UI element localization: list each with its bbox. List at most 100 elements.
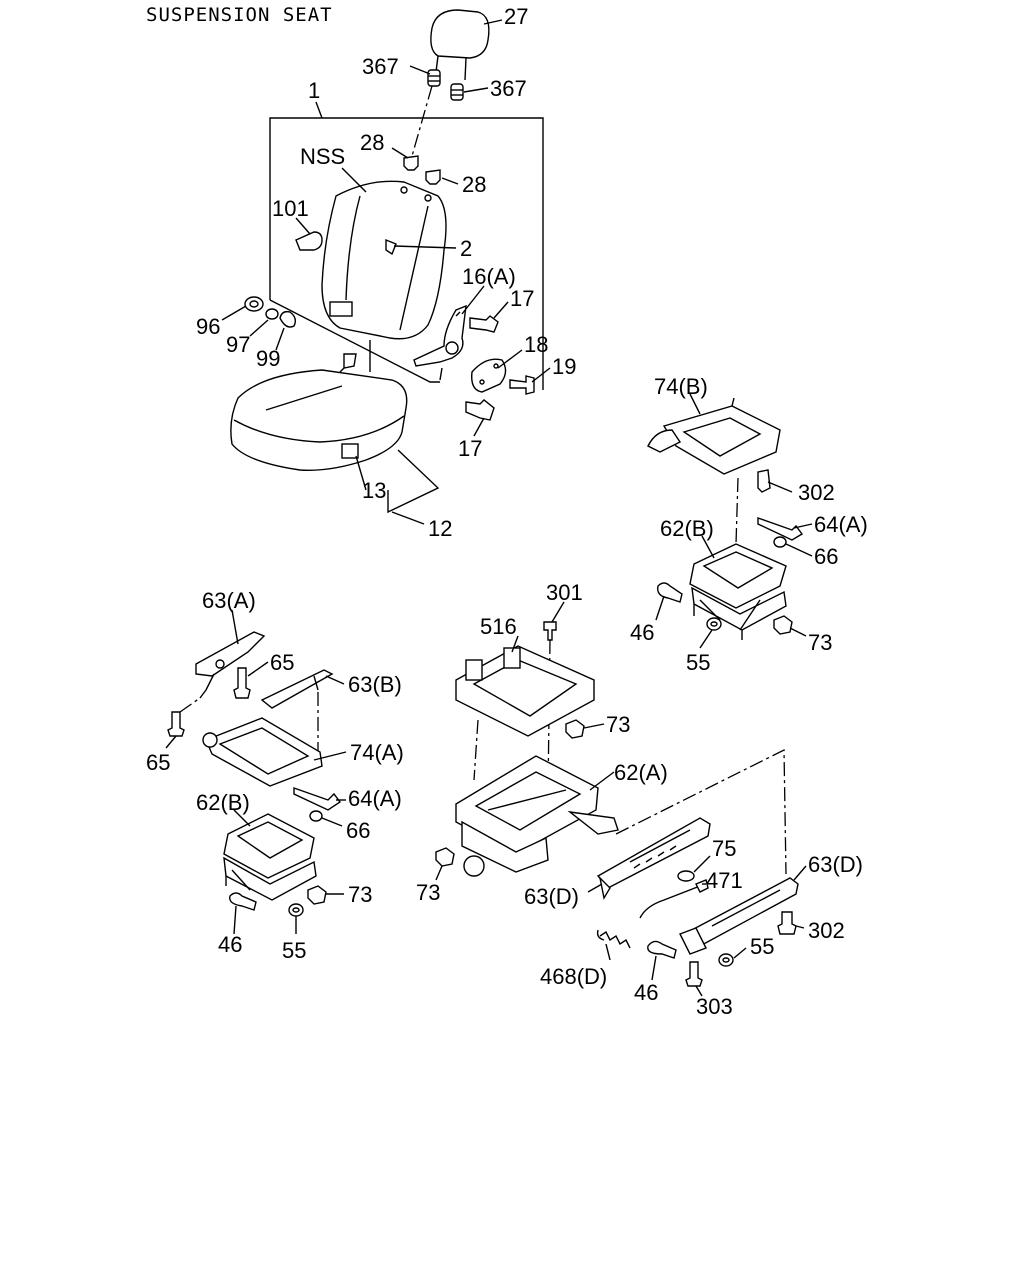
label-303: 303 (696, 994, 733, 1019)
label-367-left: 367 (362, 54, 399, 79)
label-73-left: 73 (348, 882, 372, 907)
bolt-46-right (657, 582, 683, 603)
nut-73-center-upper (565, 719, 585, 739)
plate-64a-lower (293, 787, 342, 811)
seat-frame-bracket-1 (269, 101, 544, 390)
label-63b: 63(B) (348, 672, 402, 697)
cover-18 (471, 358, 507, 393)
label-55-right: 55 (686, 650, 710, 675)
label-19: 19 (552, 354, 576, 379)
label-74a: 74(A) (350, 740, 404, 765)
label-28-right: 28 (462, 172, 486, 197)
part-labels: 27 367 367 1 28 28 NSS 101 2 16(A) 17 96… (146, 4, 868, 1019)
leader-lines (165, 19, 813, 997)
washer-75 (677, 870, 695, 882)
label-63d-right: 63(D) (808, 852, 863, 877)
nut-73-left (307, 885, 327, 905)
nut-55-right (706, 617, 722, 631)
bracket-63b (260, 669, 334, 709)
nut-73-center-lower (435, 847, 455, 867)
label-516: 516 (480, 614, 517, 639)
bolt-17-upper (469, 315, 499, 333)
label-66-lower: 66 (346, 818, 370, 843)
label-63d-left: 63(D) (524, 884, 579, 909)
label-471: 471 (706, 868, 743, 893)
slide-rail-74a (202, 717, 323, 787)
label-302-upper: 302 (798, 480, 835, 505)
bolt-65-lower (167, 711, 185, 737)
label-96: 96 (196, 314, 220, 339)
bolt-46-left (229, 892, 257, 911)
label-62a: 62(A) (614, 760, 668, 785)
label-46-bottom: 46 (634, 980, 658, 1005)
label-367-right: 367 (490, 76, 527, 101)
label-301: 301 (546, 580, 583, 605)
wire-471 (639, 879, 709, 919)
label-302-lower: 302 (808, 918, 845, 943)
label-1: 1 (308, 78, 320, 103)
label-46-left: 46 (218, 932, 242, 957)
bolt-65-upper (233, 667, 251, 699)
nut-66-upper (773, 536, 787, 548)
seat-cushion-12 (230, 340, 408, 471)
label-28-left: 28 (360, 130, 384, 155)
label-55-bottom: 55 (750, 934, 774, 959)
label-73-center-lower: 73 (416, 880, 440, 905)
bolt-17-lower (465, 399, 495, 421)
rail-63d-left (596, 817, 711, 900)
suspension-62a (455, 755, 619, 877)
label-73-center-upper: 73 (606, 712, 630, 737)
suspension-62b-left (223, 813, 317, 901)
label-13: 13 (362, 478, 386, 503)
nut-55-bottom (718, 953, 734, 967)
label-66-upper: 66 (814, 544, 838, 569)
label-99: 99 (256, 346, 280, 371)
nut-66-lower (309, 810, 323, 822)
slide-rail-74b (647, 397, 781, 475)
headrest (430, 9, 490, 81)
bolt-302-lower (777, 911, 797, 935)
bolt-46-bottom (647, 940, 677, 959)
bolt-301 (543, 621, 557, 641)
label-75: 75 (712, 836, 736, 861)
knob-101 (295, 231, 323, 251)
label-nss: NSS (300, 144, 345, 169)
label-65-lower: 65 (146, 750, 170, 775)
bolt-302-upper (757, 469, 771, 493)
label-27: 27 (504, 4, 528, 29)
label-64a-upper: 64(A) (814, 512, 868, 537)
label-18: 18 (524, 332, 548, 357)
suspension-62b-right (689, 543, 787, 640)
lever-63a (195, 631, 266, 699)
hinge-16a (413, 304, 467, 367)
frame-516 (455, 645, 595, 737)
washers-96-97-99 (244, 296, 297, 328)
label-46-right: 46 (630, 620, 654, 645)
label-468d: 468(D) (540, 964, 607, 989)
seat-back-2 (321, 180, 447, 340)
label-65-upper: 65 (270, 650, 294, 675)
guide-28 (403, 155, 441, 185)
label-17-lower: 17 (458, 436, 482, 461)
bolt-303 (685, 961, 703, 987)
diagram-title: SUSPENSION SEAT (146, 4, 333, 26)
label-62b-left: 62(B) (196, 790, 250, 815)
label-97: 97 (226, 332, 250, 357)
bolt-19 (509, 375, 535, 395)
label-62b-right: 62(B) (660, 516, 714, 541)
label-74b: 74(B) (654, 374, 708, 399)
plate-64a-upper (757, 517, 804, 541)
rail-63d-right (679, 877, 799, 955)
nut-55-left (288, 903, 304, 917)
label-12: 12 (428, 516, 452, 541)
label-55-left: 55 (282, 938, 306, 963)
label-17-upper: 17 (510, 286, 534, 311)
label-101: 101 (272, 196, 309, 221)
label-63a: 63(A) (202, 588, 256, 613)
label-16a: 16(A) (462, 264, 516, 289)
spring-468d (596, 929, 631, 949)
label-64a-lower: 64(A) (348, 786, 402, 811)
headrest-guide-367 (427, 69, 464, 101)
nut-73-right (773, 615, 793, 635)
